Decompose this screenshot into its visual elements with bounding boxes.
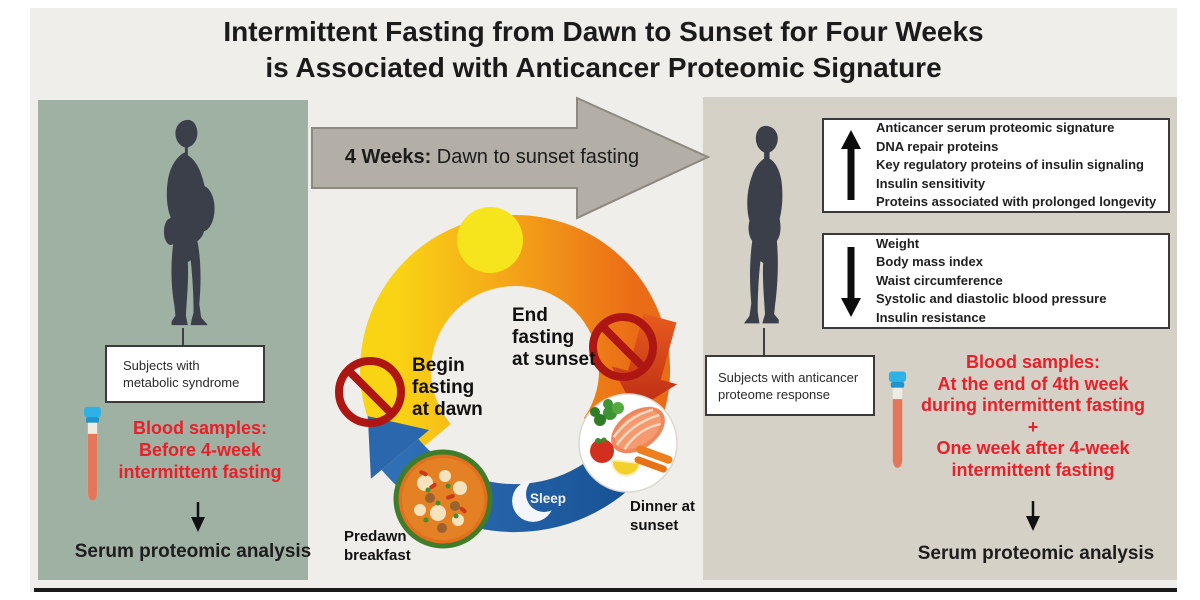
no-eating-icon (335, 357, 405, 427)
subjects-anticancer-line1: Subjects with anticancer (718, 369, 859, 385)
blood-samples-after-line2: during intermittent fasting (921, 395, 1145, 415)
decreased-outcomes-box: Weight Body mass index Waist circumferen… (822, 233, 1170, 329)
outcome-panel: Anticancer serum proteomic signature DNA… (703, 97, 1177, 580)
subjects-metabolic-line1: Subjects with (123, 358, 200, 373)
moon-icon (512, 480, 554, 522)
end-line3: at sunset (512, 349, 596, 370)
decreased-item: Systolic and diastolic blood pressure (876, 291, 1107, 307)
sun-icon (457, 207, 523, 273)
breakfast-bowl-icon (393, 449, 493, 549)
blood-samples-after-line1: At the end of 4th week (937, 373, 1129, 394)
baseline-panel: Subjects with metabolic syndrome Blood s… (38, 100, 311, 580)
end-line2: fasting (512, 327, 575, 348)
serum-analysis-label-left: Serum proteomic analysis (74, 541, 312, 562)
increased-item: DNA repair proteins (876, 138, 999, 154)
serum-analysis-label-right: Serum proteomic analysis (917, 543, 1155, 564)
increased-item: Insulin sensitivity (876, 175, 986, 191)
subjects-metabolic-box: Subjects with metabolic syndrome (105, 345, 265, 403)
subjects-anticancer-line2: proteome response (718, 386, 831, 402)
night-arrowhead (367, 416, 430, 479)
sleep-label: Sleep (529, 491, 567, 506)
dinner-plate-icon (578, 393, 678, 493)
decreased-item: Weight (876, 235, 920, 251)
no-eating-icon (589, 313, 657, 381)
increase-arrow-icon (841, 129, 861, 200)
begin-fasting-label: Begin fasting at dawn (412, 355, 483, 421)
decreased-item: Body mass index (876, 254, 983, 270)
breakfast-line2: breakfast (344, 547, 411, 564)
begin-line3: at dawn (412, 399, 483, 420)
timeline-label: 4 Weeks: Dawn to sunset fasting (327, 146, 657, 169)
blood-samples-before-line2: intermittent fasting (118, 462, 282, 482)
title-line-2: is Associated with Anticancer Proteomic … (265, 52, 942, 83)
fasting-cycle-diagram (335, 207, 678, 549)
blood-samples-heading: Blood samples: (965, 352, 1101, 372)
end-line1: End (512, 305, 548, 326)
decreased-item: Waist circumference (876, 272, 1003, 288)
title-line-1: Intermittent Fasting from Dawn to Sunset… (223, 16, 984, 47)
breakfast-label: Predawn breakfast (344, 527, 411, 565)
connector-line (182, 328, 184, 346)
overweight-person-silhouette (163, 119, 215, 326)
test-tube-icon (84, 406, 101, 501)
subjects-metabolic-line2: metabolic syndrome (123, 375, 240, 390)
subjects-anticancer-box: Subjects with anticancer proteome respon… (705, 355, 875, 416)
dinner-label: Dinner at sunset (630, 497, 695, 535)
blood-samples-after-line3: One week after 4-week (936, 438, 1130, 458)
increased-item: Key regulatory proteins of insulin signa… (876, 157, 1144, 173)
flow-arrow-icon (1026, 501, 1040, 531)
end-fasting-label: End fasting at sunset (512, 305, 595, 371)
sunset-arrow-icon (611, 313, 678, 410)
breakfast-line1: Predawn (344, 528, 407, 545)
decreased-item: Insulin resistance (876, 309, 986, 325)
flow-arrow-icon (191, 502, 205, 532)
connector-line (763, 328, 765, 356)
blood-samples-after-line4: intermittent fasting (951, 459, 1115, 480)
lean-person-silhouette (743, 125, 783, 324)
begin-line1: Begin (412, 355, 465, 376)
figure-title: Intermittent Fasting from Dawn to Sunset… (30, 14, 1177, 86)
timeline-arrow-icon (311, 96, 711, 220)
increased-outcomes-list: Anticancer serum proteomic signature DNA… (876, 119, 1156, 212)
blood-samples-plus: + (1027, 416, 1039, 437)
blood-samples-after-text: Blood samples: At the end of 4th week du… (833, 352, 1200, 481)
increased-outcomes-box: Anticancer serum proteomic signature DNA… (822, 118, 1170, 213)
dinner-line1: Dinner at (630, 498, 696, 515)
blood-samples-before-line1: Before 4-week (138, 440, 262, 460)
begin-line2: fasting (412, 377, 475, 398)
dinner-line2: sunset (630, 517, 679, 534)
blood-samples-before-text: Blood samples: Before 4-week intermitten… (90, 417, 310, 483)
increased-item: Proteins associated with prolonged longe… (876, 194, 1157, 210)
increased-item: Anticancer serum proteomic signature (876, 120, 1115, 136)
test-tube-icon (888, 371, 907, 468)
timeline-label-text: Dawn to sunset fasting (431, 146, 640, 168)
blood-samples-heading: Blood samples: (132, 418, 268, 438)
figure-bottom-border (34, 588, 1177, 592)
timeline-weeks: 4 Weeks: (344, 146, 432, 168)
decrease-arrow-icon (841, 247, 861, 317)
decreased-outcomes-list: Weight Body mass index Waist circumferen… (876, 235, 1106, 328)
